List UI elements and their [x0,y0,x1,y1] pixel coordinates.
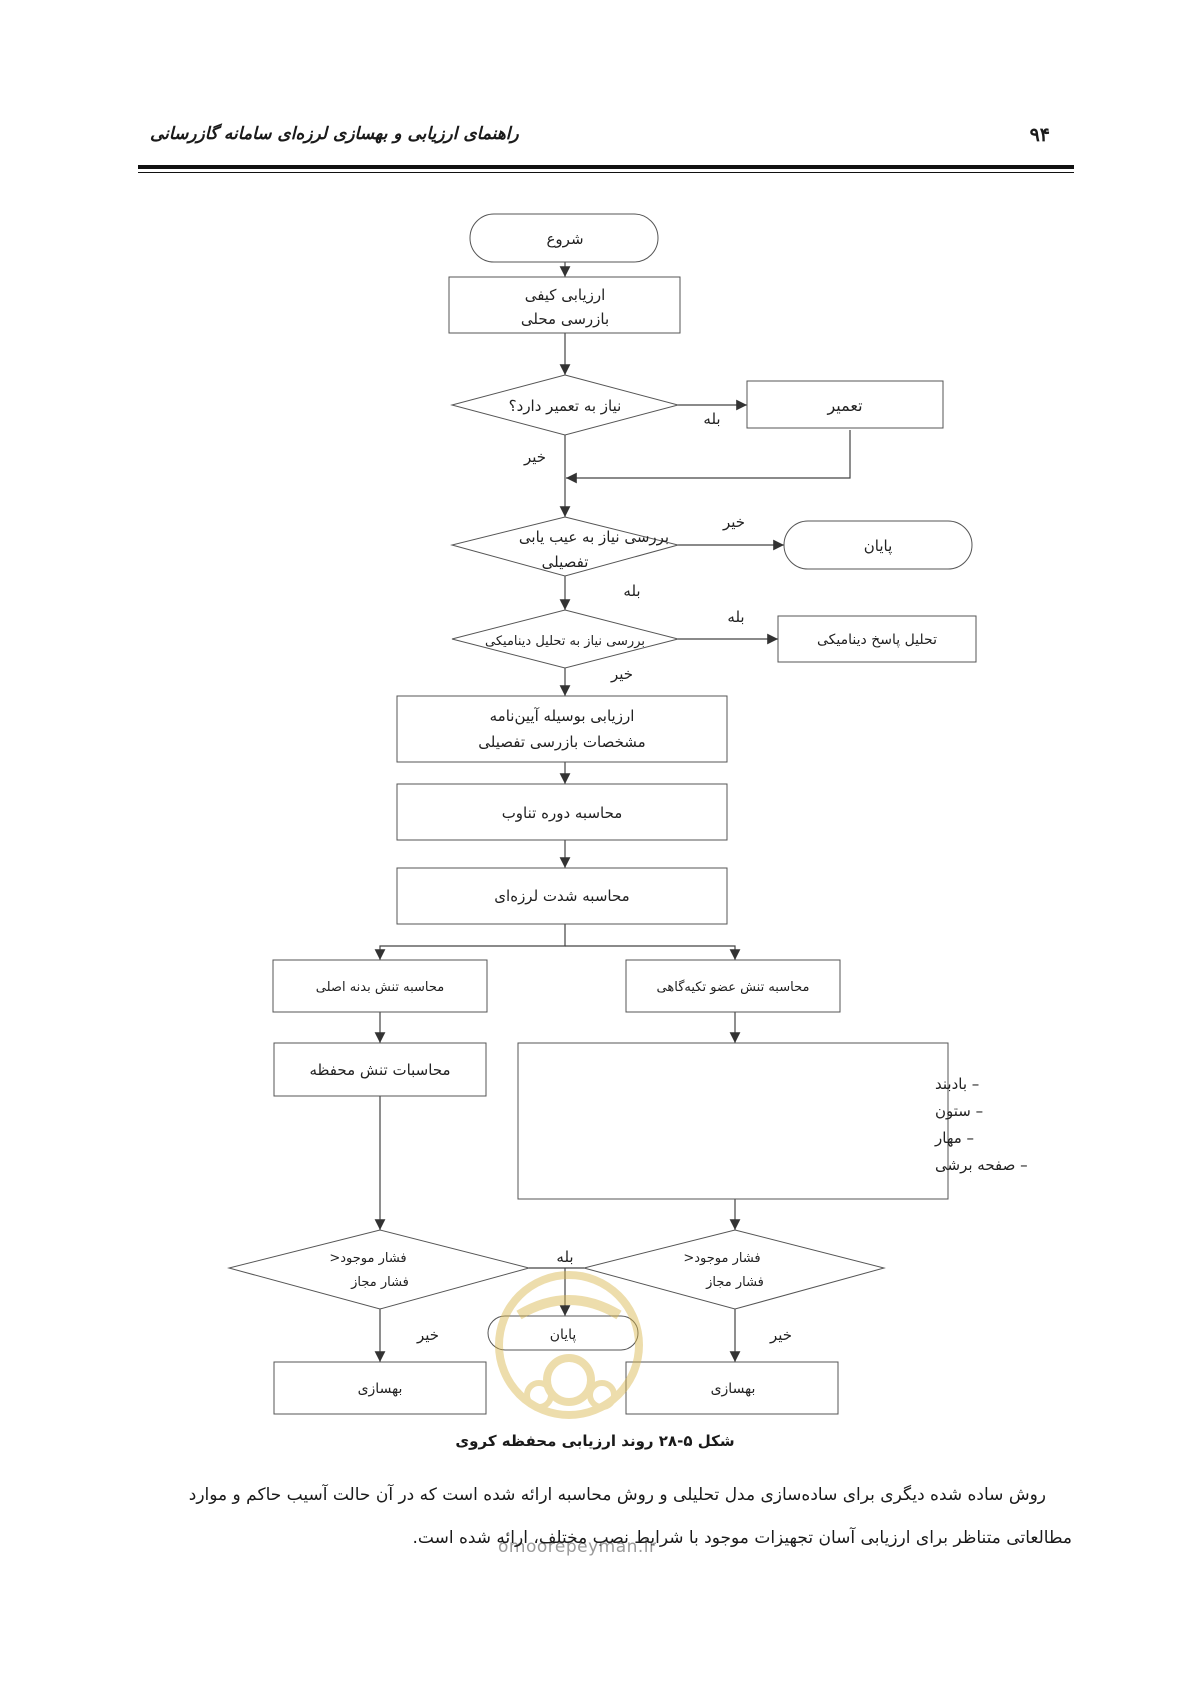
edge-label-no-dynamic: خیر [610,665,633,683]
svg-text:بررسی نیاز به تحلیل دینامیکی: بررسی نیاز به تحلیل دینامیکی [485,634,645,649]
page-number: ۹۴ [1029,124,1050,146]
node-qualitative-evaluation: ارزیابی کیفی بازرسی محلی [448,276,681,334]
node-support-members-list: – بادبند – ستون – مهار – صفحه برشی [517,1042,1028,1200]
node-intensity-calculation: محاسبه شدت لرزه‌ای [396,867,728,925]
svg-text:فشار موجود<: فشار موجود< [329,1251,406,1266]
svg-text:پایان: پایان [550,1327,577,1343]
node-dynamic-check-decision: بررسی نیاز به تحلیل دینامیکی [451,609,679,669]
edge-label-no-left: خیر [416,1326,439,1344]
figure-caption: شکل ۵-۲۸ روند ارزیابی محفظه کروی [455,1432,735,1450]
edge-label-yes-detailed: بله [623,582,640,600]
body-line-1-text: روش ساده شده دیگری برای ساده‌سازی مدل تح… [188,1485,1046,1505]
node-support-member-stress: محاسبه تنش عضو تکیه‌گاهی [625,959,841,1013]
svg-text:فشار موجود<: فشار موجود< [683,1251,760,1266]
svg-text:مشخصات بازرسی تفصیلی: مشخصات بازرسی تفصیلی [478,733,645,751]
flow-connectors [374,262,851,1362]
svg-text:ارزیابی بوسیله آیین‌نامه: ارزیابی بوسیله آیین‌نامه [490,707,635,725]
node-pressure-check-right: فشار موجود< فشار مجاز [582,1229,886,1310]
svg-text:نیاز به تعمیر دارد؟: نیاز به تعمیر دارد؟ [509,397,622,415]
svg-text:پایان: پایان [864,537,893,556]
edge-label-no-repair: خیر [523,448,546,466]
node-end-bottom: پایان [487,1315,639,1351]
node-detailed-check-decision: بررسی نیاز به عیب یابی تفصیلی [450,516,680,577]
node-start: شروع [469,213,659,263]
node-end-top: پایان [783,520,973,570]
svg-text:محاسبه دوره تناوب: محاسبه دوره تناوب [502,804,623,822]
node-retrofit-left: بهسازی [273,1361,487,1415]
svg-text:محاسبه تنش بدنه اصلی: محاسبه تنش بدنه اصلی [316,980,444,995]
svg-text:تعمیر: تعمیر [826,396,862,416]
node-dynamic-analysis: تحلیل پاسخ دینامیکی [777,615,977,663]
node-pressure-check-left: فشار موجود< فشار مجاز [227,1229,531,1310]
body-paragraph: روش ساده شده دیگری برای ساده‌سازی مدل تح… [142,1474,1072,1560]
svg-text:بررسی نیاز به عیب یابی: بررسی نیاز به عیب یابی [519,528,669,546]
svg-text:محاسبات تنش محفظه: محاسبات تنش محفظه [309,1061,450,1079]
support-member-item: – ستون [935,1102,983,1120]
support-member-item: – بادبند [935,1075,979,1093]
svg-text:بهسازی: بهسازی [358,1381,403,1397]
svg-text:فشار مجاز: فشار مجاز [350,1275,409,1290]
support-member-item: – مهار [934,1129,974,1147]
watermark-logo [495,1271,643,1419]
edge-label-no-detailed: خیر [722,513,745,531]
header-rule-thin [138,172,1074,173]
svg-text:شروع: شروع [546,230,583,248]
edge-label-yes-pressure: بله [556,1248,573,1266]
header-rule-thick [138,165,1074,169]
watermark-site: omoorepeyman.ir [498,1537,657,1557]
edge-label-yes-dynamic: بله [727,608,744,626]
svg-text:بازرسی محلی: بازرسی محلی [521,310,609,328]
running-header-title: راهنمای ارزیابی و بهسازی لرزه‌ای سامانه … [150,124,519,144]
svg-text:بهسازی: بهسازی [711,1381,756,1397]
node-main-body-stress: محاسبه تنش بدنه اصلی [272,959,488,1013]
body-line-2: مطالعاتی متناظر برای ارزیابی آسان تجهیزا… [412,1528,1072,1548]
edge-label-yes-repair: بله [703,410,720,428]
support-member-item: – صفحه برشی [935,1156,1028,1174]
node-period-calculation: محاسبه دوره تناوب [396,783,728,841]
node-code-evaluation: ارزیابی بوسیله آیین‌نامه مشخصات بازرسی ت… [396,695,728,763]
node-repair: تعمیر [746,380,944,429]
svg-text:ارزیابی کیفی: ارزیابی کیفی [525,286,606,304]
svg-text:تحلیل پاسخ دینامیکی: تحلیل پاسخ دینامیکی [817,632,937,648]
body-line-1: روش ساده شده دیگری برای ساده‌سازی مدل تح… [142,1474,1072,1517]
svg-text:محاسبه تنش عضو تکیه‌گاهی: محاسبه تنش عضو تکیه‌گاهی [657,979,810,995]
node-needs-repair-decision: نیاز به تعمیر دارد؟ [450,374,680,436]
svg-text:فشار مجاز: فشار مجاز [705,1275,764,1290]
node-retrofit-right: بهسازی [625,1361,839,1415]
svg-text:تفصیلی: تفصیلی [542,553,589,571]
svg-text:محاسبه شدت لرزه‌ای: محاسبه شدت لرزه‌ای [494,887,629,905]
node-shell-stress: محاسبات تنش محفظه [273,1042,487,1097]
edge-label-no-right: خیر [769,1326,792,1344]
